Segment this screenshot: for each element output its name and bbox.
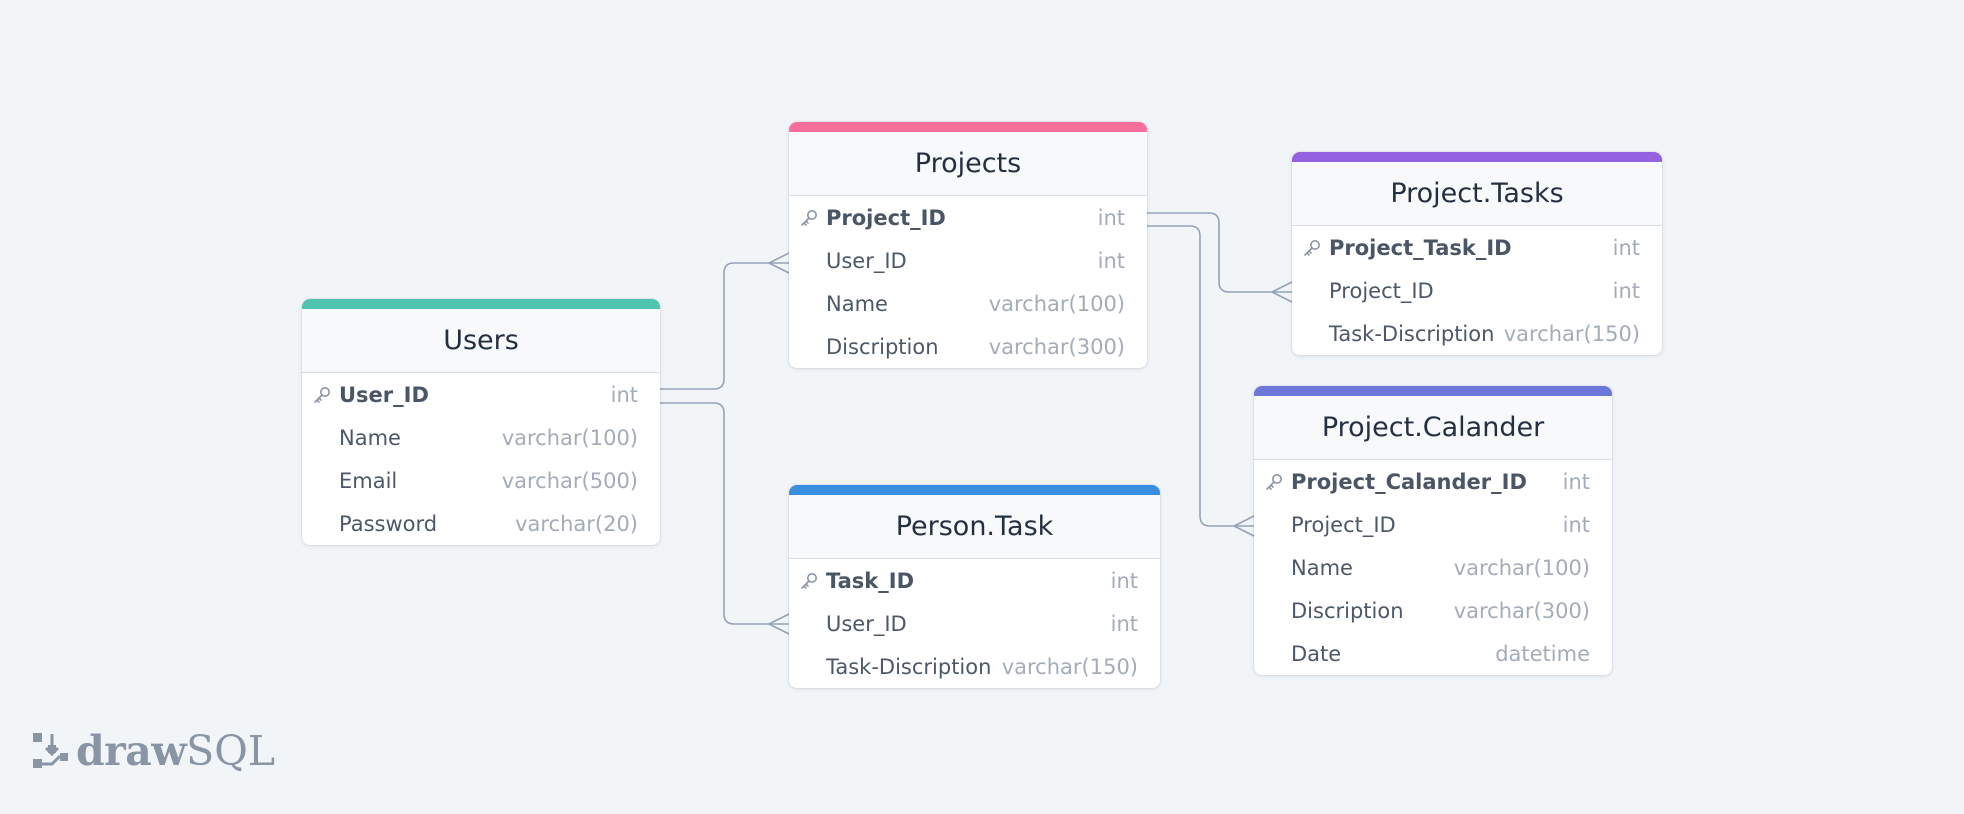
column-row[interactable]: Project_ID int bbox=[1292, 269, 1662, 312]
column-row[interactable]: Task-Discription varchar(150) bbox=[1292, 312, 1662, 355]
relationship-users-projects[interactable] bbox=[660, 262, 789, 390]
table-header[interactable]: Users bbox=[302, 309, 660, 373]
table-title: Project.Tasks bbox=[1390, 178, 1564, 209]
table-header[interactable]: Project.Calander bbox=[1254, 396, 1612, 460]
column-name: User_ID bbox=[339, 382, 429, 407]
column-name: Task-Discription bbox=[826, 654, 992, 679]
table-header[interactable]: Person.Task bbox=[789, 495, 1160, 559]
column-type: varchar(100) bbox=[1453, 555, 1590, 580]
table-accent-bar bbox=[789, 485, 1160, 495]
column-row[interactable]: Project_ID int bbox=[1254, 503, 1612, 546]
table-title: Projects bbox=[914, 148, 1022, 179]
primary-key-icon bbox=[1264, 472, 1284, 492]
column-type: varchar(100) bbox=[988, 291, 1125, 316]
column-row[interactable]: Project_Calander_ID int bbox=[1254, 460, 1612, 503]
column-type: varchar(300) bbox=[1453, 598, 1590, 623]
column-row[interactable]: User_ID int bbox=[789, 239, 1147, 282]
column-type: varchar(500) bbox=[501, 468, 638, 493]
primary-key-icon bbox=[1302, 238, 1322, 258]
column-row[interactable]: Password varchar(20) bbox=[302, 502, 660, 545]
relationship-projects-project-tasks[interactable] bbox=[1147, 212, 1292, 293]
column-row[interactable]: Discription varchar(300) bbox=[789, 325, 1147, 368]
primary-key-icon bbox=[799, 571, 819, 591]
table-title: Person.Task bbox=[895, 511, 1054, 542]
column-name: Project_ID bbox=[826, 205, 946, 230]
table-accent-bar bbox=[789, 122, 1147, 132]
column-name: Project_ID bbox=[1329, 278, 1434, 303]
column-row[interactable]: User_ID int bbox=[302, 373, 660, 416]
column-name: Project_ID bbox=[1291, 512, 1396, 537]
column-row[interactable]: Task-Discription varchar(150) bbox=[789, 645, 1160, 688]
primary-key-icon bbox=[312, 385, 332, 405]
column-name: Project_Calander_ID bbox=[1291, 469, 1527, 494]
column-type: varchar(100) bbox=[501, 425, 638, 450]
logo-text-draw: draw bbox=[76, 727, 187, 775]
table-accent-bar bbox=[302, 299, 660, 309]
crows-foot-many-marker bbox=[768, 252, 790, 274]
table-title: Users bbox=[443, 325, 519, 356]
column-type: varchar(150) bbox=[1503, 321, 1640, 346]
table-title: Project.Calander bbox=[1321, 412, 1545, 443]
column-row[interactable]: Email varchar(500) bbox=[302, 459, 660, 502]
column-row[interactable]: Project_ID int bbox=[789, 196, 1147, 239]
column-row[interactable]: Project_Task_ID int bbox=[1292, 226, 1662, 269]
column-type: int bbox=[1097, 248, 1125, 273]
crows-foot-many-marker bbox=[768, 613, 790, 635]
table-accent-bar bbox=[1254, 386, 1612, 396]
column-type: int bbox=[1562, 469, 1590, 494]
column-row[interactable]: Date datetime bbox=[1254, 632, 1612, 675]
column-name: Name bbox=[826, 291, 888, 316]
column-name: Task-Discription bbox=[1329, 321, 1495, 346]
column-name: Discription bbox=[1291, 598, 1404, 623]
column-type: varchar(150) bbox=[1001, 654, 1138, 679]
relationship-projects-calander[interactable] bbox=[1147, 225, 1254, 527]
column-name: Password bbox=[339, 511, 438, 536]
column-row[interactable]: Name varchar(100) bbox=[302, 416, 660, 459]
table-header[interactable]: Project.Tasks bbox=[1292, 162, 1662, 226]
column-name: Name bbox=[339, 425, 401, 450]
column-name: Email bbox=[339, 468, 398, 493]
column-type: int bbox=[1562, 512, 1590, 537]
column-type: int bbox=[1097, 205, 1125, 230]
crows-foot-many-marker bbox=[1233, 515, 1255, 537]
column-row[interactable]: Task_ID int bbox=[789, 559, 1160, 602]
logo-text-sql: SQL bbox=[186, 727, 276, 775]
column-type: varchar(300) bbox=[988, 334, 1125, 359]
relationship-users-person-task[interactable] bbox=[660, 402, 789, 625]
column-row[interactable]: Discription varchar(300) bbox=[1254, 589, 1612, 632]
column-type: int bbox=[1612, 235, 1640, 260]
column-name: Date bbox=[1291, 641, 1342, 666]
column-name: User_ID bbox=[826, 248, 907, 273]
column-name: Discription bbox=[826, 334, 939, 359]
column-row[interactable]: Name varchar(100) bbox=[1254, 546, 1612, 589]
primary-key-icon bbox=[799, 208, 819, 228]
column-type: int bbox=[1110, 611, 1138, 636]
column-type: int bbox=[1612, 278, 1640, 303]
column-name: Name bbox=[1291, 555, 1353, 580]
column-type: datetime bbox=[1495, 641, 1590, 666]
column-row[interactable]: User_ID int bbox=[789, 602, 1160, 645]
column-type: varchar(20) bbox=[515, 511, 638, 536]
table-header[interactable]: Projects bbox=[789, 132, 1147, 196]
table-accent-bar bbox=[1292, 152, 1662, 162]
drawsql-logo-icon bbox=[33, 733, 68, 768]
column-type: int bbox=[1110, 568, 1138, 593]
column-name: User_ID bbox=[826, 611, 907, 636]
column-row[interactable]: Name varchar(100) bbox=[789, 282, 1147, 325]
column-name: Project_Task_ID bbox=[1329, 235, 1512, 260]
column-name: Task_ID bbox=[826, 568, 914, 593]
column-type: int bbox=[610, 382, 638, 407]
crows-foot-many-marker bbox=[1271, 281, 1293, 303]
